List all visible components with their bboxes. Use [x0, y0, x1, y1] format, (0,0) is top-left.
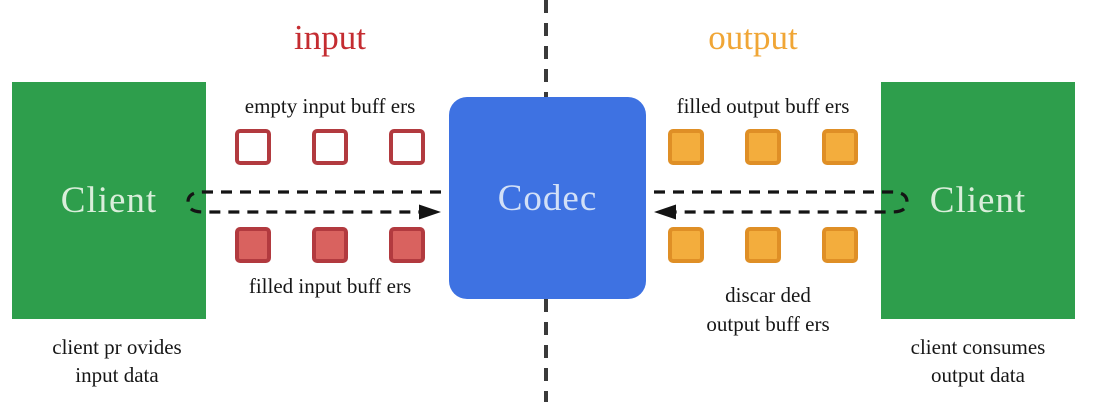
discarded-label-line1: discar ded [725, 283, 811, 307]
client-box-left: Client [12, 82, 206, 319]
client-right-label: Client [929, 180, 1027, 221]
filled-output-buffer [668, 129, 704, 165]
input-buffers-flow-arrow [186, 190, 441, 220]
discarded-label-line2: output buff ers [706, 312, 830, 336]
empty-input-buffer [235, 129, 271, 165]
right-client-caption: client consumes output data [911, 333, 1046, 389]
filled-output-buffers-label: filled output buff ers [676, 94, 850, 118]
filled-output-buffers-row [668, 129, 858, 165]
right-caption-line1: client consumes [910, 335, 1046, 359]
filled-input-buffers-row [235, 227, 425, 263]
client-left-label: Client [60, 180, 158, 221]
empty-input-buffer [312, 129, 348, 165]
discarded-output-buffers-row [668, 227, 858, 263]
empty-input-buffer [389, 129, 425, 165]
codec-label: Codec [497, 177, 598, 219]
filled-output-buffer [745, 129, 781, 165]
left-caption-line1: client pr ovides [52, 335, 182, 359]
filled-output-buffer [822, 129, 858, 165]
filled-input-buffer [312, 227, 348, 263]
discarded-output-buffer [668, 227, 704, 263]
filled-input-buffers-label: filled input buff ers [248, 274, 412, 298]
discarded-output-buffer [745, 227, 781, 263]
filled-input-buffer [235, 227, 271, 263]
client-box-right: Client [881, 82, 1075, 319]
output-buffers-flow-arrow [654, 190, 909, 220]
empty-input-buffers-label: empty input buff ers [244, 94, 416, 118]
input-section-title: input [294, 18, 366, 57]
right-caption-line2: output data [931, 363, 1025, 387]
output-section-title: output [708, 18, 798, 57]
filled-input-buffer [389, 227, 425, 263]
left-caption-line2: input data [75, 363, 159, 387]
discarded-output-buffer [822, 227, 858, 263]
discarded-output-buffers-label: discar ded output buff ers [706, 281, 829, 339]
codec-box: Codec [449, 97, 646, 299]
left-client-caption: client pr ovides input data [52, 333, 181, 389]
empty-input-buffers-row [235, 129, 425, 165]
